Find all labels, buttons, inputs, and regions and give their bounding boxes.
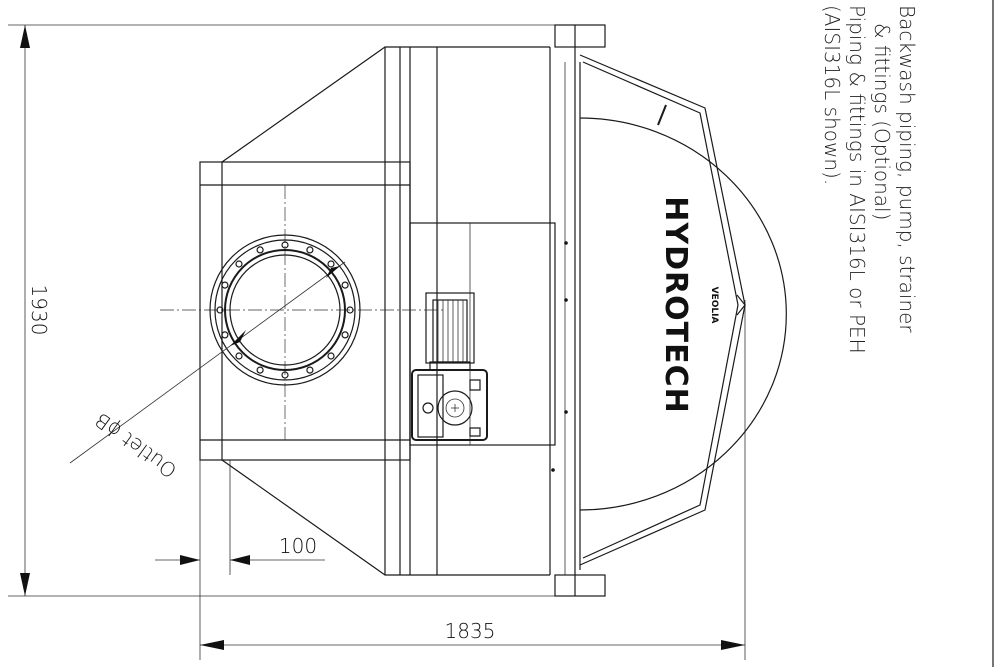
bolt-hole xyxy=(281,241,289,249)
bolt-hole xyxy=(346,306,354,314)
drive-mount xyxy=(409,222,556,446)
outlet-label: Outlet ϕB xyxy=(91,408,182,483)
bolt-hole xyxy=(281,371,289,379)
bolt-hole xyxy=(306,366,314,374)
bolt-hole xyxy=(221,331,229,339)
brand-sub: VEOLIA xyxy=(709,287,719,324)
flange-bolts xyxy=(216,241,354,379)
bolt-hole xyxy=(235,260,243,268)
notes: Backwash piping, pump, strainer & fittin… xyxy=(820,5,919,354)
bolt-hole xyxy=(235,352,243,360)
note-line-4: (AISI316L shown). xyxy=(820,5,844,185)
bolt-hole xyxy=(256,366,264,374)
brand-logo: HYDROTECH VEOLIA xyxy=(658,196,719,413)
tank-housing xyxy=(199,24,606,597)
drum-cover xyxy=(579,54,787,566)
note-line-1: Backwash piping, pump, strainer xyxy=(895,5,919,333)
note-line-2: & fittings (Optional) xyxy=(870,23,894,220)
brand-name: HYDROTECH xyxy=(658,196,693,413)
bolt-hole xyxy=(216,306,224,314)
offset-dimension-label: 100 xyxy=(279,534,317,558)
bolt-hole xyxy=(341,331,349,339)
bolt-hole xyxy=(327,352,335,360)
bolt-hole xyxy=(327,260,335,268)
bolt-hole xyxy=(221,281,229,289)
width-dimension-label: 1835 xyxy=(445,619,496,643)
bolt-hole xyxy=(256,246,264,254)
height-dimension-label: 1930 xyxy=(27,285,51,336)
motor-gearbox xyxy=(411,292,488,441)
bolt-hole xyxy=(306,246,314,254)
bolt-hole xyxy=(341,281,349,289)
outlet-flange: Outlet ϕB xyxy=(69,185,445,483)
note-line-3: Piping & fittings in AISI316L or PEH xyxy=(845,5,869,354)
width-dimension: 1835 xyxy=(199,300,746,660)
offset-dimension: 100 xyxy=(155,460,325,575)
height-dimension: 1930 xyxy=(8,24,580,597)
